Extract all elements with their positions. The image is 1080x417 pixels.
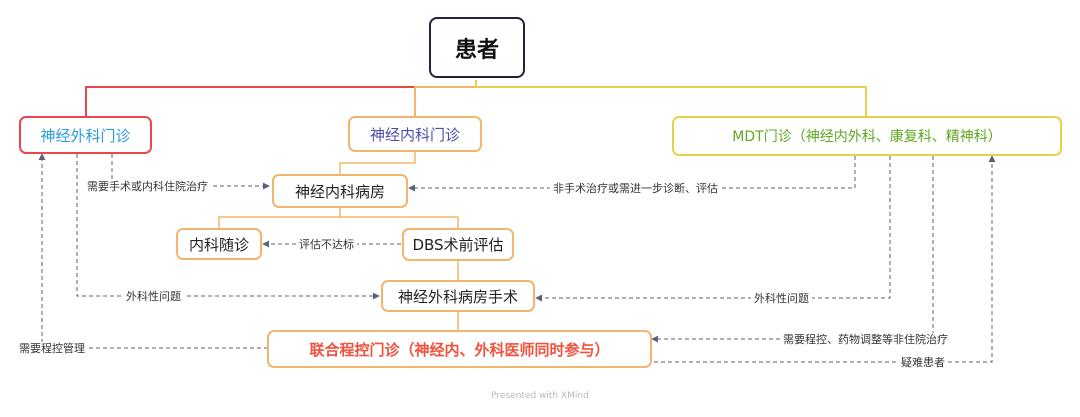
node-joint-programming-clinic: 联合程控门诊（神经内、外科医师同时参与） [267,330,652,368]
node-internal-followup-label: 内科随诊 [188,235,249,254]
node-neurosurgery-ward-surgery-label: 神经外科病房手术 [397,287,518,306]
dash-mdt-to-surgery [535,156,891,302]
edge-label-needs-programming-outpatient: 需要程控、药物调整等非住院治疗 [780,333,951,346]
node-dbs-preop-eval-label: DBS术前评估 [412,236,504,254]
node-neurology-ward-label: 神经内科病房 [294,182,385,201]
root-node-label: 患者 [454,37,499,63]
edge-label-needs-programming-mgmt: 需要程控管理 [16,342,88,355]
line-neurology-to-ward [339,152,416,175]
edge-label-surgical-issue-right: 外科性问题 [751,292,812,305]
line-root-to-neurology [414,86,476,118]
node-neurology-ward: 神经内科病房 [272,174,408,208]
edge-label-needs-surgery-or-inpatient: 需要手术或内科住院治疗 [84,180,211,193]
node-neurosurgery-ward-surgery: 神经外科病房手术 [381,280,535,312]
footer-watermark: Presented with XMind [491,391,589,401]
edge-label-non-surgical-or-further-eval: 非手术治疗或需进一步诊断、评估 [550,182,721,195]
node-neurosurgery-clinic: 神经外科门诊 [19,116,152,154]
node-mdt-clinic-label: MDT门诊（神经内外科、康复科、精神科） [732,129,1002,145]
node-dbs-preop-eval: DBS术前评估 [402,228,514,261]
line-root-to-neurosurgery [85,80,477,118]
node-mdt-clinic: MDT门诊（神经内外科、康复科、精神科） [672,116,1062,156]
node-neurology-clinic-label: 神经内科门诊 [369,125,460,144]
dash-joint-to-mdt [654,155,996,363]
line-ward-to-children [218,208,459,229]
node-neurology-clinic: 神经内科门诊 [348,116,482,152]
edge-label-difficult-patients: 疑难患者 [898,356,948,369]
dash-surgclinic-to-surgery [76,154,380,300]
edge-label-eval-not-met: 评估不达标 [296,238,357,251]
edge-label-surgical-issue-left: 外科性问题 [123,290,184,303]
line-root-to-mdt [475,80,867,118]
root-node-patient: 患者 [429,17,525,78]
node-internal-followup: 内科随诊 [176,228,262,260]
node-joint-programming-clinic-label: 联合程控门诊（神经内、外科医师同时参与） [309,340,610,359]
node-neurosurgery-clinic-label: 神经外科门诊 [40,126,131,145]
